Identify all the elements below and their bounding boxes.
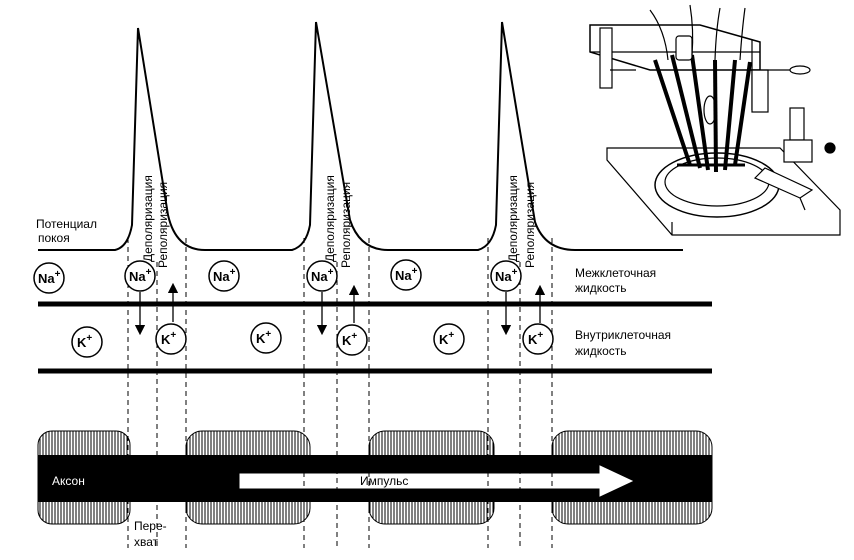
repolarization-label: Реполяризация: [339, 182, 353, 268]
depolarization-label: Деполяризация: [506, 175, 520, 262]
svg-text:K+: K+: [256, 329, 271, 346]
svg-text:K+: K+: [439, 330, 454, 347]
svg-text:K+: K+: [77, 333, 92, 350]
sodium-ion: Na+: [208, 260, 240, 292]
svg-text:Na+: Na+: [129, 267, 152, 284]
sodium-ion: Na+: [306, 260, 338, 292]
sodium-ion: Na+: [490, 260, 522, 292]
extracellular-fluid-label: жидкость: [575, 281, 627, 295]
ion-flow-arrows: [134, 282, 546, 336]
svg-text:Na+: Na+: [213, 267, 236, 284]
depolarization-label: Деполяризация: [323, 175, 337, 262]
svg-text:K+: K+: [161, 330, 176, 347]
repolarization-label: Реполяризация: [156, 182, 170, 268]
intracellular-fluid-label: жидкость: [575, 344, 627, 358]
potassium-ion: K+: [522, 323, 554, 355]
impulse-arrow: [239, 465, 634, 497]
resting-potential-label: покоя: [38, 231, 70, 245]
axon-label: Аксон: [52, 474, 85, 488]
dashed-guides: [127, 238, 553, 548]
svg-text:Na+: Na+: [38, 269, 61, 286]
node-of-ranvier-label: хват: [134, 535, 159, 549]
potassium-ion: K+: [250, 322, 282, 354]
svg-text:Na+: Na+: [311, 267, 334, 284]
sodium-ion: Na+: [33, 262, 65, 294]
recording-apparatus-illustration: [589, 4, 841, 236]
svg-text:Na+: Na+: [495, 267, 518, 284]
svg-text:K+: K+: [528, 330, 543, 347]
sodium-ion: Na+: [390, 259, 422, 291]
sodium-ion: Na+: [124, 260, 156, 292]
potassium-ion: K+: [336, 324, 368, 356]
depolarization-label: Деполяризация: [141, 175, 155, 262]
potassium-ion: K+: [71, 326, 103, 358]
svg-text:Na+: Na+: [395, 266, 418, 283]
extracellular-fluid-label: Межклеточная: [575, 266, 656, 280]
membrane-potential-curve: [38, 21, 683, 251]
impulse-label: Импульс: [360, 474, 408, 488]
resting-potential-label: Потенциал: [36, 217, 97, 231]
node-of-ranvier-label: Пере-: [134, 519, 167, 533]
potassium-ion: K+: [155, 323, 187, 355]
svg-text:K+: K+: [342, 331, 357, 348]
intracellular-fluid-label: Внутриклеточная: [575, 328, 671, 342]
repolarization-label: Реполяризация: [523, 182, 537, 268]
potassium-ion: K+: [433, 323, 465, 355]
